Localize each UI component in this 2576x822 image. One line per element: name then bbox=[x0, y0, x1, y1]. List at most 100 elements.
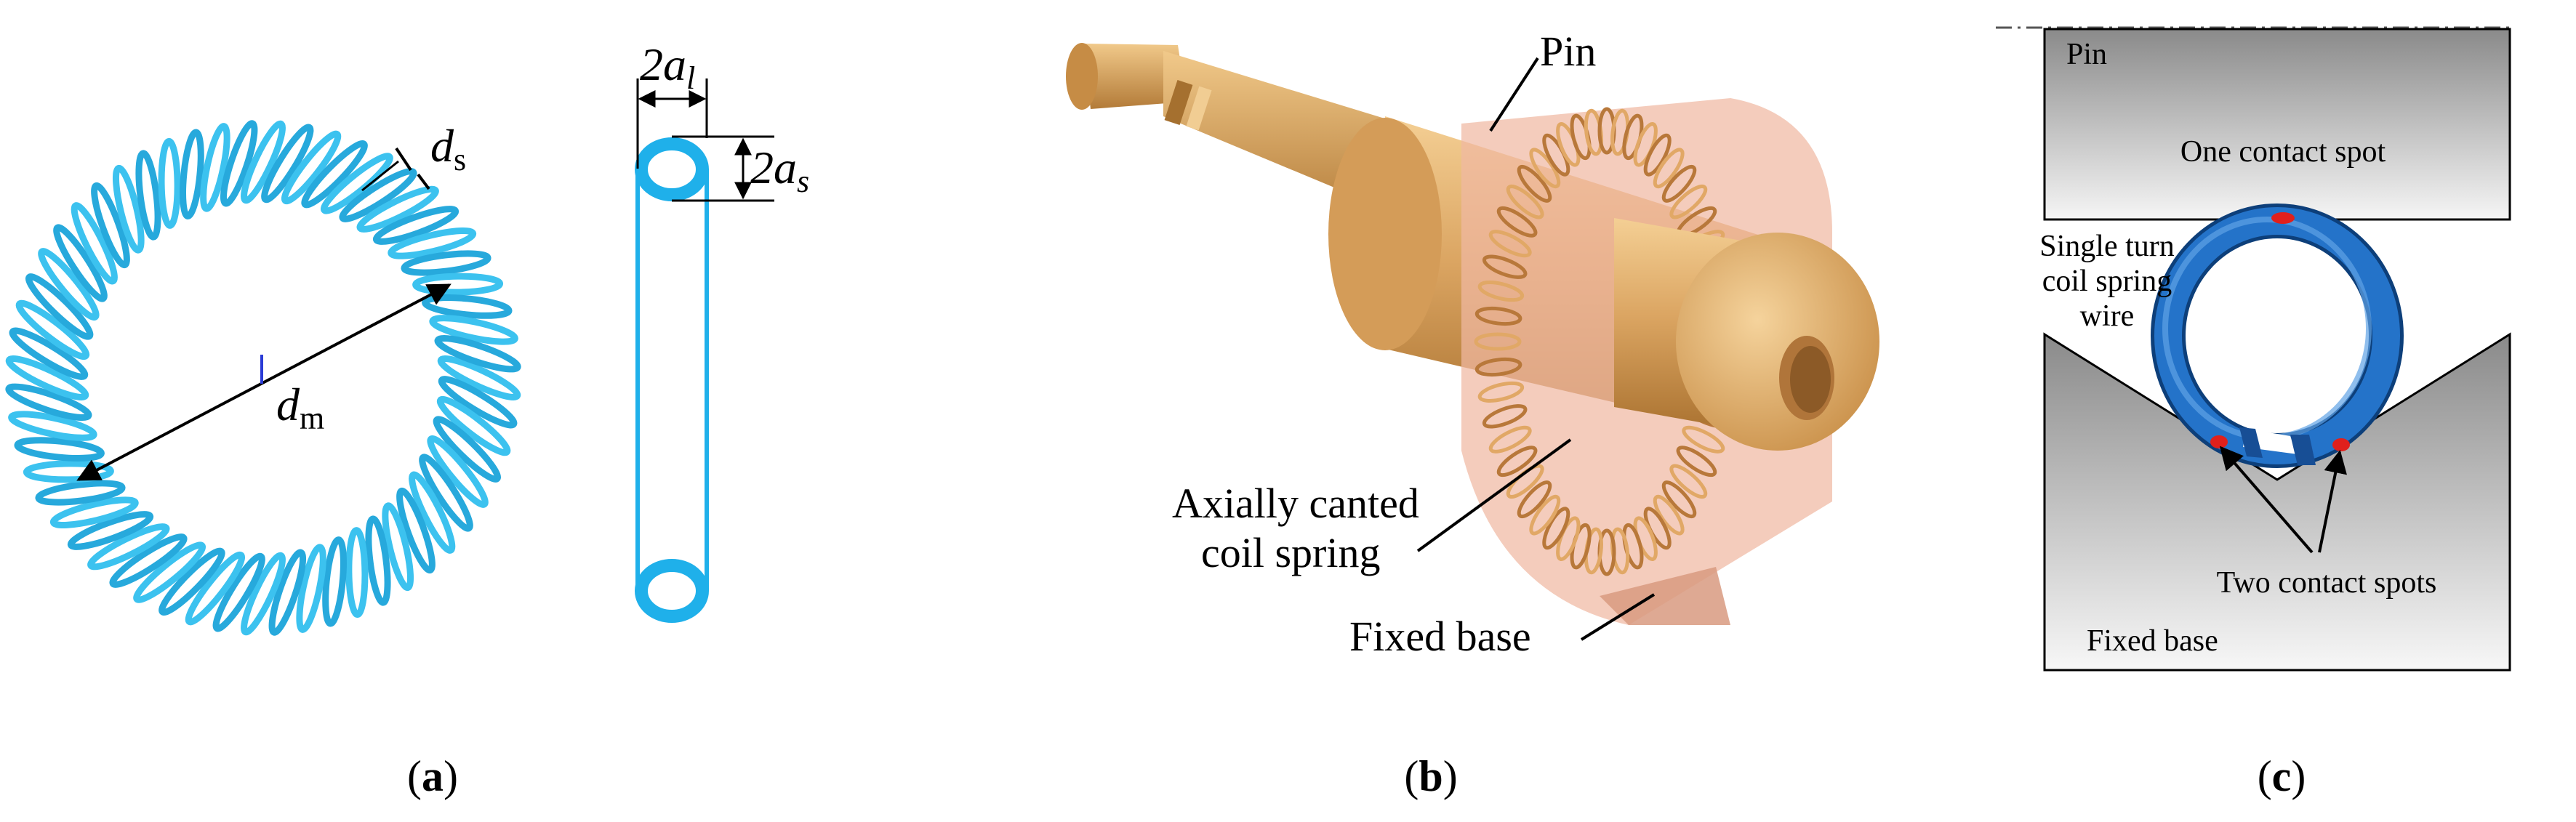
coil-turn bbox=[49, 496, 139, 529]
contact-spot-top bbox=[2271, 212, 2295, 224]
coil-turn bbox=[261, 124, 314, 204]
spring-leader-line bbox=[1416, 438, 1572, 552]
coil-turn bbox=[301, 140, 368, 209]
coil-turn bbox=[112, 164, 145, 254]
coil-turn bbox=[365, 515, 391, 606]
coil-turn-b bbox=[1669, 184, 1708, 219]
coil-turn-b bbox=[1661, 164, 1697, 203]
pin-block bbox=[2043, 28, 2511, 221]
coil-turn bbox=[180, 129, 204, 219]
one-contact-label: One contact spot bbox=[2180, 135, 2386, 169]
contact-spot-right bbox=[2332, 438, 2350, 451]
coil-turn-b bbox=[1482, 254, 1528, 279]
wire-label-line2: coil spring bbox=[2042, 265, 2172, 298]
coil-turn-b bbox=[1496, 206, 1538, 238]
coil-turn-b bbox=[1488, 230, 1532, 258]
single-turn-wire-ring bbox=[2151, 204, 2404, 468]
spring-label-line2: coil spring bbox=[1201, 529, 1380, 576]
coil-turn bbox=[322, 536, 347, 627]
fixed-base-label-b: Fixed base bbox=[1349, 613, 1531, 660]
coil-turn-b bbox=[1496, 446, 1538, 478]
panel-a: ds dm 2al 2as (a) bbox=[5, 39, 809, 800]
coil-turn bbox=[135, 150, 161, 241]
coil-turn bbox=[372, 206, 460, 245]
ds-dimension: ds bbox=[361, 120, 466, 192]
fixed-base-block bbox=[2043, 332, 2511, 672]
coil-turn-b bbox=[1477, 281, 1525, 302]
coil-turn bbox=[388, 227, 477, 259]
two-contact-label: Two contact spots bbox=[2217, 566, 2437, 600]
coil-turn-b bbox=[1474, 306, 1522, 326]
coil-turn-b bbox=[1488, 425, 1532, 454]
as-dimension: 2as bbox=[672, 135, 809, 202]
coil-turn-b bbox=[1669, 464, 1708, 499]
coil-turn bbox=[401, 250, 491, 276]
coil-turn-b bbox=[1682, 425, 1725, 454]
coil-turn bbox=[185, 551, 246, 626]
coil-turn bbox=[158, 137, 181, 229]
dm-label: dm bbox=[276, 379, 324, 436]
arrow-to-left-contact bbox=[2219, 446, 2314, 554]
coil-turn bbox=[71, 202, 118, 285]
coil-turn-b bbox=[1506, 184, 1544, 219]
coil-turn bbox=[296, 544, 326, 633]
base-leader-line bbox=[1580, 593, 1656, 641]
coil-turn-b bbox=[1474, 332, 1522, 351]
coil-turn bbox=[23, 460, 114, 483]
coil-turn-b bbox=[1529, 148, 1561, 189]
fixed-base-label-c: Fixed base bbox=[2087, 624, 2218, 658]
coil-turn bbox=[133, 541, 206, 603]
coil-turn bbox=[412, 273, 504, 296]
pin-leader-line bbox=[1489, 57, 1539, 132]
coil-turn bbox=[35, 480, 126, 506]
al-dimension: 2al bbox=[636, 39, 708, 169]
spring-side-view bbox=[635, 137, 709, 623]
as-label: 2as bbox=[750, 142, 809, 199]
caption-a: (a) bbox=[407, 752, 458, 800]
coil-turn bbox=[382, 502, 414, 592]
ds-label: ds bbox=[430, 120, 466, 177]
coil-turn bbox=[14, 437, 105, 462]
wire-label-line3: wire bbox=[2080, 299, 2135, 333]
coil-turn bbox=[241, 120, 286, 204]
coil-turn-b bbox=[1529, 494, 1561, 536]
coil-turn bbox=[422, 294, 513, 319]
coil-turn bbox=[396, 487, 436, 574]
coil-turn-b bbox=[1482, 404, 1528, 429]
coil-turn bbox=[212, 552, 265, 632]
coil-turn bbox=[220, 120, 258, 207]
pin-label-c: Pin bbox=[2066, 38, 2107, 71]
contact-spot-left bbox=[2210, 435, 2228, 448]
coil-turn bbox=[91, 182, 130, 269]
al-label: 2al bbox=[640, 39, 695, 96]
coil-turn bbox=[268, 549, 307, 636]
coil-turn bbox=[159, 547, 225, 616]
caption-c: (c) bbox=[2258, 752, 2306, 800]
coil-turn bbox=[339, 168, 417, 222]
coil-turn bbox=[241, 552, 286, 636]
coil-turn-b bbox=[1653, 494, 1685, 536]
coil-turn-b bbox=[1517, 164, 1552, 203]
coil-turn-b bbox=[1474, 357, 1522, 377]
coil-turn-b bbox=[1542, 507, 1570, 550]
coil-spring-ring bbox=[5, 120, 521, 636]
arrow-to-right-contact bbox=[2318, 449, 2347, 553]
coil-turn-b bbox=[1643, 133, 1672, 177]
coil-turn bbox=[109, 533, 188, 588]
wire-label-line1: Single turn bbox=[2039, 230, 2175, 263]
coil-turn-b bbox=[1661, 480, 1697, 519]
pin-end-face bbox=[1614, 218, 1879, 451]
caption-b: (b) bbox=[1404, 752, 1457, 800]
coil-turn bbox=[87, 523, 170, 571]
coil-turn bbox=[345, 527, 369, 618]
panel-c: Pin Fixed base One contact spot Single t… bbox=[1996, 26, 2511, 800]
spring-label-line1: Axially canted bbox=[1172, 480, 1419, 527]
dm-dimension: dm bbox=[76, 283, 452, 481]
coil-turn bbox=[356, 185, 439, 233]
coil-turn bbox=[281, 130, 342, 205]
panel-b: Pin Axially canted coil spring Fixed bas… bbox=[1066, 28, 1879, 800]
pin-label: Pin bbox=[1540, 28, 1596, 75]
coil-turn-b bbox=[1676, 446, 1717, 478]
coil-turn-b bbox=[1653, 148, 1685, 189]
